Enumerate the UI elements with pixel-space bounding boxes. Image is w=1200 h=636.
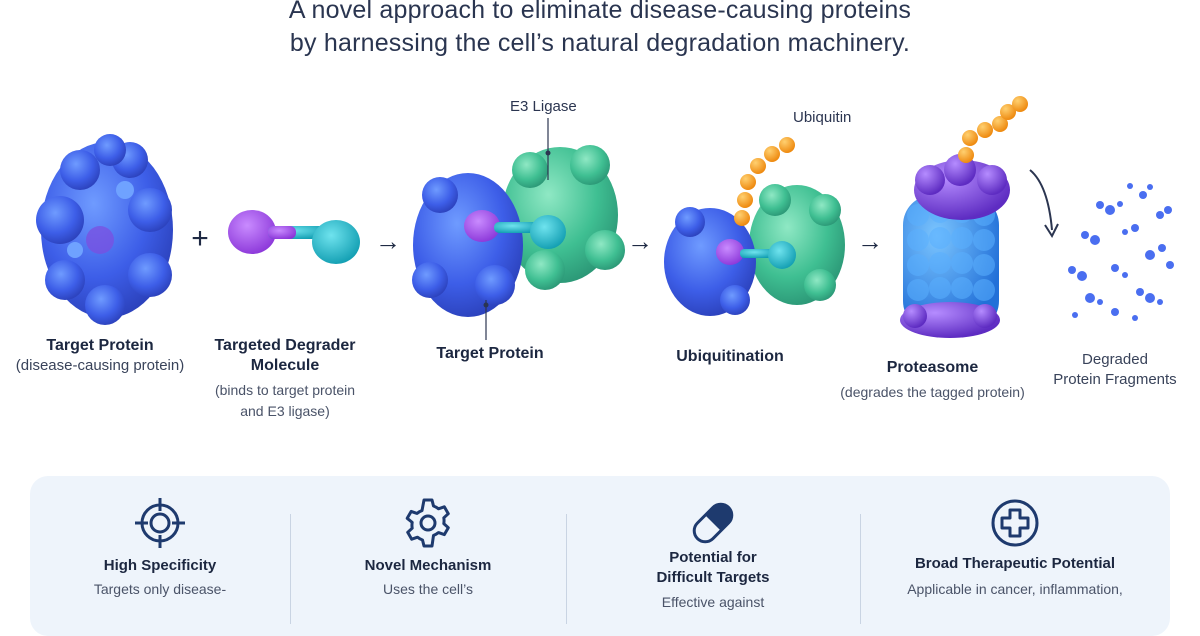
crosshair-icon [135,498,185,548]
ubiquitin-chain [734,137,795,226]
degrader-sub-1: (binds to target protein [214,382,356,398]
feature-title: High Specificity [103,557,217,574]
mechanism-illustration: + → → [36,96,1174,340]
fragments-line-2: Protein Fragments [1053,371,1177,388]
feature-broad-potential: Broad Therapeutic Potential Applicable i… [860,476,1170,636]
ubiquitination-title: Ubiquitination [676,348,784,365]
feature-novel-mechanism: Novel Mechanism Uses the cell’s [290,476,566,636]
arrow-2: → [627,226,653,256]
feature-desc: Effective against [661,594,765,610]
feature-divider [566,514,567,624]
ubiquitin-callout: Ubiquitin [793,109,852,126]
proteasome-barrel [900,96,1059,338]
fragments-line-1: Degraded [1082,351,1148,368]
target-protein-title: Target Protein [46,337,154,354]
headline-line-1: A novel approach to eliminate disease-ca… [288,0,912,24]
feature-divider [290,514,291,624]
target-protein-label: Target Protein (disease-causing protein) [0,336,200,376]
feature-divider [860,514,861,624]
proteasome-title: Proteasome [886,359,979,376]
fragments-label: Degraded Protein Fragments [1040,350,1190,390]
feature-title: Broad Therapeutic Potential [914,555,1116,572]
feature-desc: Applicable in cancer, inflammation, [907,581,1123,597]
feature-desc: Uses the cell’s [382,581,473,597]
degrader-label: Targeted Degrader Molecule (binds to tar… [190,336,380,422]
degrader-title-2: Molecule [250,357,320,374]
medical-cross-icon [991,499,1039,547]
protein-fragments [1068,183,1174,321]
ubiquitination-complex [664,137,845,316]
proteasome-label: Proteasome (degrades the tagged protein) [820,358,1045,403]
gear-icon [405,498,450,548]
ternary-label: Target Protein [400,344,580,364]
feature-desc: Targets only disease- [93,581,227,597]
ubiquitination-label: Ubiquitination [640,347,820,367]
feature-high-specificity: High Specificity Targets only disease- [30,476,290,636]
degrader-title-1: Targeted Degrader [214,337,356,354]
degrader-molecule [228,210,360,264]
headline-line-2: by harnessing the cell’s natural degrada… [289,29,911,57]
target-protein-blob [36,134,173,325]
arrow-3: → [857,226,883,256]
ternary-complex [412,118,625,340]
capsule-icon [692,502,734,544]
feature-title-2: Difficult Targets [656,569,770,586]
feature-title: Novel Mechanism [364,557,492,574]
plus-sign: + [191,222,209,255]
target-protein-sub: (disease-causing protein) [15,357,185,374]
proteasome-sub: (degrades the tagged protein) [840,384,1025,400]
feature-title-1: Potential for [669,549,757,566]
features-panel: High Specificity Targets only disease- N… [30,476,1170,636]
degrader-sub-2: and E3 ligase) [240,403,330,419]
e3-ligase-callout: E3 Ligase [510,98,577,115]
arrow-1: → [375,226,401,256]
ternary-title: Target Protein [436,345,544,362]
feature-difficult-targets: Potential for Difficult Targets Effectiv… [566,476,860,636]
